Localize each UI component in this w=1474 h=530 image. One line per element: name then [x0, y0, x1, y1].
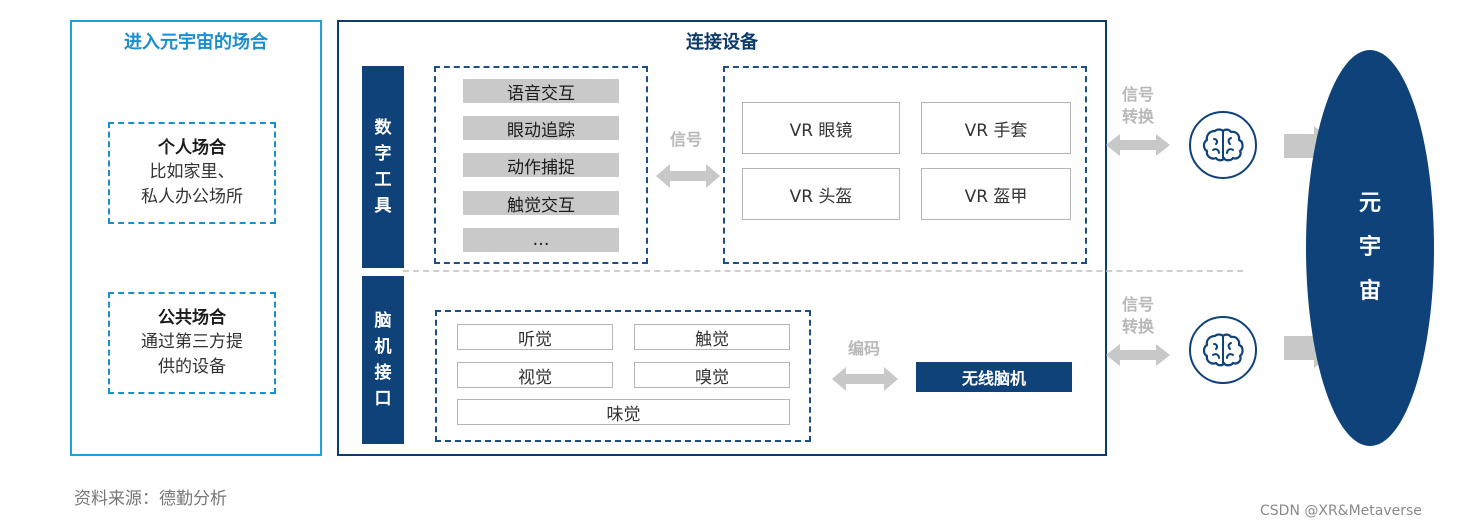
digital-tools-char: 工 [374, 170, 392, 190]
double-arrow-icon [1106, 344, 1170, 366]
digital-tools-char: 具 [374, 196, 392, 216]
sense-box: 嗅觉 [634, 362, 790, 388]
public-scene-desc-line2: 供的设备 [158, 357, 226, 377]
metaverse-char: 宇 [1358, 235, 1381, 260]
personal-scene-desc-line2: 私人办公场所 [141, 187, 243, 207]
public-scene-desc-line1: 通过第三方提 [141, 332, 243, 352]
personal-scene-desc-line1: 比如家里、 [149, 162, 235, 182]
bci-char: 脑 [374, 311, 392, 331]
signal-convert-line: 转换 [1121, 317, 1154, 336]
vr-device-box: VR 头盔 [742, 168, 900, 220]
digital-item: 动作捕捉 [463, 153, 619, 178]
wireless-bci-box: 无线脑机 [916, 362, 1072, 392]
digital-item: 触觉交互 [463, 191, 619, 216]
signal-convert-line: 转换 [1121, 107, 1154, 126]
senses-group [435, 310, 811, 442]
vr-device-box: VR 手套 [921, 102, 1071, 154]
digital-tools-char: 数 [374, 118, 392, 138]
signal-convert-line: 信号 [1121, 85, 1154, 104]
section-divider [403, 270, 1243, 272]
personal-scene-title: 个人场合 [158, 138, 226, 158]
bci-char: 机 [374, 337, 392, 357]
double-arrow-icon [832, 367, 898, 391]
signal-label: 信号 [669, 130, 702, 149]
encode-label: 编码 [847, 339, 880, 358]
vr-devices-group [723, 66, 1087, 264]
brain-icon [1189, 316, 1257, 384]
personal-scene-box: 个人场合 比如家里、 私人办公场所 [108, 122, 276, 224]
source-note: 资料来源：德勤分析 [74, 489, 227, 509]
signal-convert-label-bottom: 信号 转换 [1108, 294, 1168, 338]
digital-item: 眼动追踪 [463, 116, 619, 141]
digital-items-group [434, 66, 648, 264]
sense-box: 视觉 [457, 362, 613, 388]
digital-item: 语音交互 [463, 79, 619, 104]
connect-devices-panel [337, 20, 1107, 456]
sense-box: 味觉 [457, 399, 790, 425]
signal-convert-line: 信号 [1121, 295, 1154, 314]
scene-panel-title: 进入元宇宙的场合 [124, 32, 268, 53]
metaverse-char: 元 [1358, 191, 1381, 216]
scene-panel [70, 20, 322, 456]
bci-char: 口 [374, 389, 392, 409]
sense-box: 听觉 [457, 324, 613, 350]
sense-box: 触觉 [634, 324, 790, 350]
connect-devices-title: 连接设备 [686, 32, 758, 53]
digital-tools-char: 字 [374, 144, 392, 164]
double-arrow-icon [1106, 134, 1170, 156]
bci-char: 接 [374, 363, 392, 383]
metaverse-char: 宙 [1358, 279, 1381, 304]
digital-item: … [463, 228, 619, 252]
digital-tools-label: 数 字 工 具 [362, 66, 404, 268]
public-scene-title: 公共场合 [158, 308, 226, 328]
signal-convert-label-top: 信号 转换 [1108, 84, 1168, 128]
metaverse-oval: 元 宇 宙 [1306, 50, 1434, 446]
vr-device-box: VR 盔甲 [921, 168, 1071, 220]
vr-device-box: VR 眼镜 [742, 102, 900, 154]
bci-label: 脑 机 接 口 [362, 276, 404, 444]
brain-icon [1189, 111, 1257, 179]
watermark: CSDN @XR&Metaverse [1260, 503, 1422, 519]
double-arrow-icon [656, 164, 720, 188]
public-scene-box: 公共场合 通过第三方提 供的设备 [108, 292, 276, 394]
